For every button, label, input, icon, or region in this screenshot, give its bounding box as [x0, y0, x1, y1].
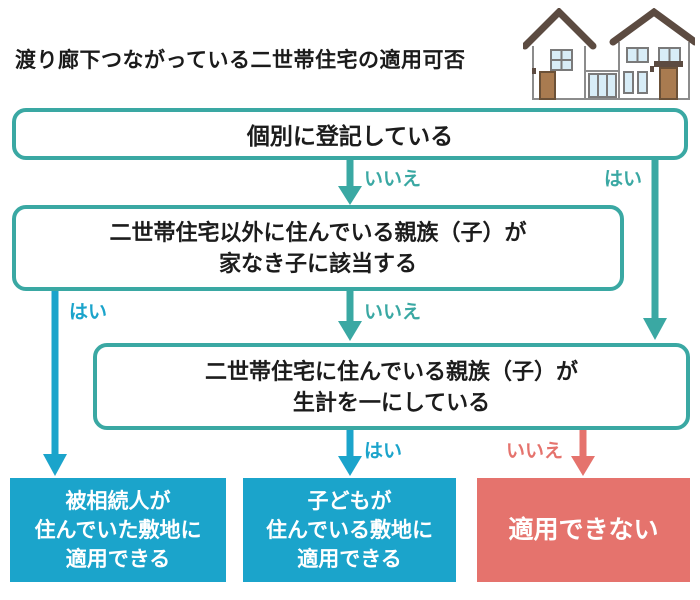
result2-line3: 適用できる: [297, 547, 402, 571]
edge-label-q1-yes: はい: [604, 169, 643, 190]
question3-line1: 二世帯住宅に住んでいる親族（子）が: [205, 358, 578, 384]
result1-line2: 住んでいた敷地に: [34, 518, 202, 542]
arrow-q1-yes-icon: [643, 158, 667, 340]
result1-line3: 適用できる: [65, 547, 171, 571]
result1-line1: 被相続人が: [65, 489, 171, 513]
edge-label-q2-yes: はい: [69, 302, 108, 323]
result2-line1: 子どもが: [307, 489, 392, 513]
arrow-q3-no-icon: [571, 428, 595, 476]
result2-line2: 住んでいる敷地に: [266, 518, 433, 542]
edge-label-q3-yes: はい: [364, 441, 403, 462]
question-box-relative-outside-house: 二世帯住宅以外に住んでいる親族（子）が 家なき子に該当する: [12, 205, 624, 291]
arrow-q3-yes-icon: [338, 428, 362, 476]
arrow-q1-no-icon: [338, 158, 362, 205]
question1-text: 個別に登記している: [246, 123, 454, 149]
result-box-not-applicable: 適用できない: [477, 478, 690, 582]
result3-text: 適用できない: [508, 515, 659, 544]
edge-label-q3-no: いいえ: [506, 441, 564, 462]
arrow-q2-yes-icon: [43, 289, 67, 476]
result-box-child-site-applicable: 子どもが 住んでいる敷地に 適用できる: [243, 478, 456, 582]
question2-line1: 二世帯住宅以外に住んでいる親族（子）が: [109, 220, 527, 245]
edge-label-q1-no: いいえ: [364, 169, 422, 190]
arrow-q2-no-icon: [338, 289, 362, 341]
question2-line2: 家なき子に該当する: [218, 251, 417, 276]
edge-label-q2-no: いいえ: [364, 302, 422, 323]
question-box-relative-in-house: 二世帯住宅に住んでいる親族（子）が 生計を一にしている: [93, 343, 690, 430]
question3-line2: 生計を一にしている: [292, 389, 491, 415]
house-illustration-icon: [523, 8, 695, 100]
page-title: 渡り廊下つながっている二世帯住宅の適用可否: [15, 49, 466, 72]
result-box-deceased-site-applicable: 被相続人が 住んでいた敷地に 適用できる: [10, 478, 226, 582]
question-box-registered-separately: 個別に登記している: [12, 108, 688, 160]
